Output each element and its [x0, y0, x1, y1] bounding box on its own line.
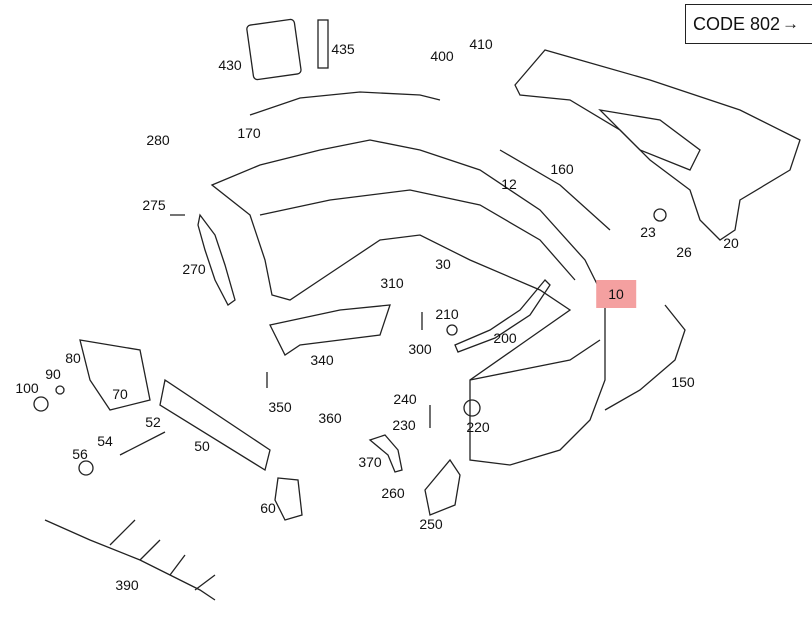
- part-label-410[interactable]: 410: [469, 36, 493, 52]
- rear-bumper-cover[interactable]: [210, 139, 606, 466]
- part-label-250[interactable]: 250: [419, 516, 443, 532]
- part-label-360[interactable]: 360: [318, 410, 342, 426]
- part-label-220[interactable]: 220: [466, 419, 490, 435]
- cover-340[interactable]: [269, 304, 391, 356]
- module-430[interactable]: [246, 18, 302, 81]
- part-label-435[interactable]: 435: [331, 41, 355, 57]
- part-label-200[interactable]: 200: [493, 330, 517, 346]
- part-label-23[interactable]: 23: [640, 224, 656, 240]
- part-label-30[interactable]: 30: [435, 256, 451, 272]
- trim-strip-170[interactable]: [249, 91, 441, 116]
- part-label-430[interactable]: 430: [218, 57, 242, 73]
- part-label-56[interactable]: 56: [72, 446, 88, 462]
- part-label-300[interactable]: 300: [408, 341, 432, 357]
- part-label-100[interactable]: 100: [15, 380, 39, 396]
- part-label-240[interactable]: 240: [393, 391, 417, 407]
- part-label-10-highlighted[interactable]: 10: [596, 280, 636, 308]
- part-label-80[interactable]: 80: [65, 350, 81, 366]
- part-label-70[interactable]: 70: [112, 386, 128, 402]
- trim-strip-150[interactable]: [604, 304, 686, 411]
- part-label-340[interactable]: 340: [310, 352, 334, 368]
- arrow-right-icon: →: [782, 14, 800, 33]
- part-label-230[interactable]: 230: [392, 417, 416, 433]
- part-label-26[interactable]: 26: [676, 244, 692, 260]
- part-label-260[interactable]: 260: [381, 485, 405, 501]
- code-802-link[interactable]: CODE 802 →: [685, 4, 812, 44]
- part-label-50[interactable]: 50: [194, 438, 210, 454]
- strip-370[interactable]: [368, 434, 403, 473]
- flap-250[interactable]: [424, 458, 461, 516]
- part-label-280[interactable]: 280: [146, 132, 170, 148]
- reinforcement-200[interactable]: [454, 279, 551, 353]
- part-label-150[interactable]: 150: [671, 374, 695, 390]
- part-label-210[interactable]: 210: [435, 306, 459, 322]
- part-435[interactable]: [317, 19, 329, 69]
- part-label-370[interactable]: 370: [358, 454, 382, 470]
- code-label: CODE 802: [693, 13, 781, 34]
- part-label-20[interactable]: 20: [723, 235, 739, 251]
- part-label-12[interactable]: 12: [501, 176, 517, 192]
- part-label-350[interactable]: 350: [268, 399, 292, 415]
- part-label-160[interactable]: 160: [550, 161, 574, 177]
- part-label-170[interactable]: 170: [237, 125, 261, 141]
- part-label-400[interactable]: 400: [430, 48, 454, 64]
- bracket-70[interactable]: [79, 339, 151, 411]
- part-label-54[interactable]: 54: [97, 433, 113, 449]
- diffuser-panel[interactable]: [514, 49, 801, 241]
- part-label-390[interactable]: 390: [115, 577, 139, 593]
- part-label-90[interactable]: 90: [45, 366, 61, 382]
- part-label-60[interactable]: 60: [260, 500, 276, 516]
- harness-390[interactable]: [44, 519, 216, 601]
- bracket-270[interactable]: [197, 213, 236, 306]
- fasteners[interactable]: [33, 208, 667, 476]
- impact-absorber-50[interactable]: [159, 378, 271, 472]
- part-label-52[interactable]: 52: [145, 414, 161, 430]
- part-label-270[interactable]: 270: [182, 261, 206, 277]
- trim-strip-160[interactable]: [499, 149, 611, 231]
- part-label-310[interactable]: 310: [380, 275, 404, 291]
- bracket-60[interactable]: [274, 477, 303, 521]
- part-label-275[interactable]: 275: [142, 197, 166, 213]
